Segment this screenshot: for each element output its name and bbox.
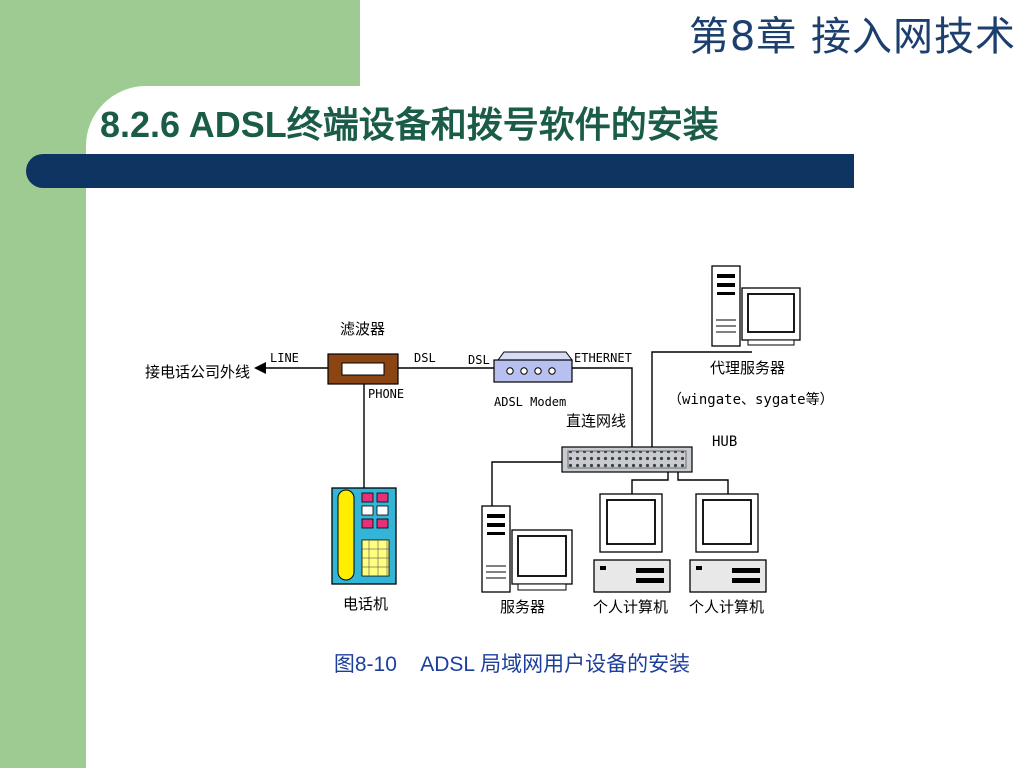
caption-gap (397, 653, 420, 676)
phone-button-4 (376, 505, 389, 516)
adsl-modem (493, 351, 573, 383)
server-label: 服务器 (500, 598, 545, 616)
hub-label: HUB (712, 434, 737, 450)
hub-device (561, 446, 693, 473)
hub-ports (567, 450, 687, 469)
left-green-strip (0, 0, 86, 768)
phone-button-3 (361, 505, 374, 516)
pc1-device (593, 493, 671, 593)
phone-handset (337, 489, 355, 581)
telephone-device (331, 487, 397, 585)
wire-hub-proxy (651, 351, 752, 447)
proxy-drive-3 (717, 292, 735, 295)
filter-device (327, 353, 399, 385)
server-drive-2 (487, 523, 505, 527)
wire-hub-pc2 (677, 472, 729, 496)
pc2-power (696, 566, 702, 570)
phone-button-6 (376, 518, 389, 529)
wires (262, 351, 752, 506)
server-drive-1 (487, 514, 505, 518)
figure-number: 图8-10 (333, 653, 397, 676)
phone-button-1 (361, 492, 374, 503)
figure-caption-text: ADSL 局域网用户设备的安装 (420, 653, 691, 676)
direct-cable-label: 直连网线 (566, 412, 626, 430)
modem-led-4 (548, 367, 556, 375)
chapter-title: 第8章 接入网技术 (688, 14, 1016, 60)
server-screen (517, 535, 567, 577)
filter-label: 滤波器 (340, 320, 385, 338)
pc2-device (689, 493, 767, 593)
pc1-case (593, 559, 671, 593)
telephone-label: 电话机 (343, 595, 388, 613)
modem-top (497, 351, 573, 361)
modem-led-2 (520, 367, 528, 375)
phone-button-5 (361, 518, 374, 529)
outside-line-label: 接电话公司外线 (145, 363, 250, 381)
server-drive-3 (487, 532, 505, 535)
pc2-screen (702, 499, 752, 545)
pc1-power (600, 566, 606, 570)
modem-led-1 (506, 367, 514, 375)
pc1-label: 个人计算机 (593, 598, 668, 616)
dsl-in-label: DSL (468, 353, 490, 367)
modem-body (493, 359, 573, 383)
pc2-drive-2 (732, 578, 760, 583)
modem-label: ADSL Modem (494, 395, 566, 409)
phone-port-label: PHONE (368, 387, 404, 401)
ethernet-label: ETHERNET (574, 351, 632, 365)
pc1-screen (606, 499, 656, 545)
pc1-drive-1 (636, 568, 664, 573)
filter-window (341, 362, 385, 376)
modem-led-3 (534, 367, 542, 375)
top-green-block (0, 0, 360, 86)
proxy-keyboard (747, 339, 795, 346)
outside-line-arrow (254, 362, 266, 374)
wire-hub-server (491, 461, 562, 506)
line-port-label: LINE (270, 351, 299, 365)
pc2-label: 个人计算机 (689, 598, 764, 616)
figure-caption: 图8-10 ADSL 局域网用户设备的安装 (0, 648, 1024, 678)
wire-hub-pc1 (631, 472, 669, 496)
proxy-drive-2 (717, 283, 735, 287)
pc2-case (689, 559, 767, 593)
proxy-screen (747, 293, 795, 333)
pc1-drive-2 (636, 578, 664, 583)
server-device (481, 505, 573, 593)
proxy-tower (711, 265, 741, 347)
proxy-software-label: （wingate、sygate等） (668, 391, 834, 408)
phone-button-2 (376, 492, 389, 503)
proxy-server-device (711, 265, 801, 347)
server-keyboard (517, 583, 567, 591)
pc2-drive-1 (732, 568, 760, 573)
section-title: 8.2.6 ADSL终端设备和拨号软件的安装 (100, 104, 719, 145)
wire-modem-hub (572, 367, 633, 447)
proxy-drive-1 (717, 274, 735, 278)
title-underline-bar (26, 154, 854, 188)
dsl-out-label: DSL (414, 351, 436, 365)
server-tower (481, 505, 511, 593)
phone-keypad-grid (362, 540, 389, 576)
proxy-server-label: 代理服务器 (710, 359, 785, 377)
